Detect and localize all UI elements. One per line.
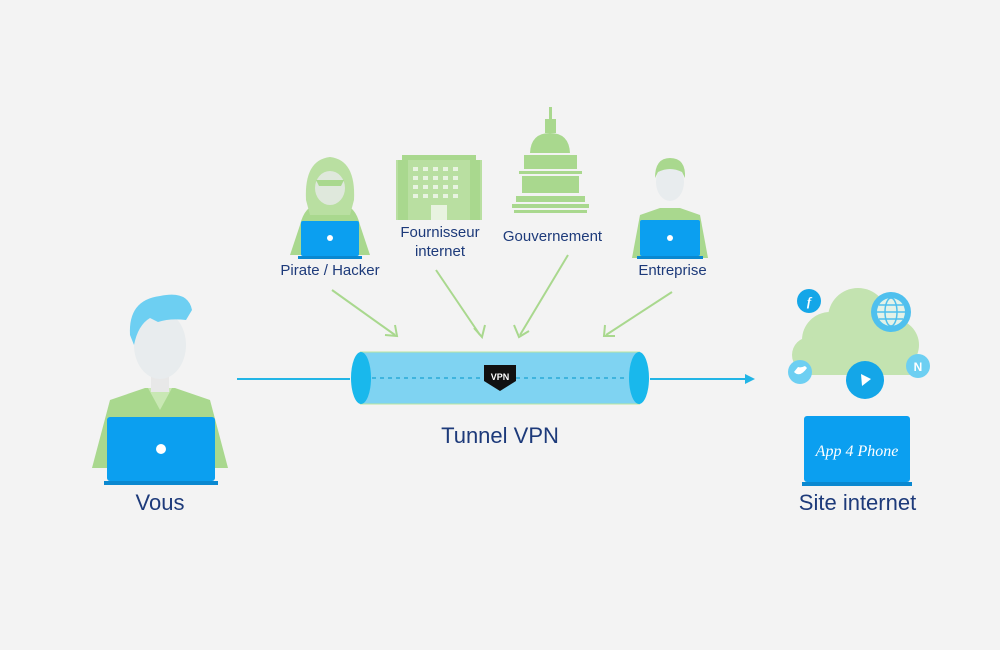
hacker-icon [290, 157, 370, 259]
threat-arrows [331, 254, 673, 340]
isp-building-icon [396, 155, 482, 220]
label-tunnel-vpn: Tunnel VPN [441, 423, 559, 448]
netflix-icon: N [906, 354, 930, 378]
label-hacker: Pirate / Hacker [280, 262, 380, 279]
website-laptop-icon: App 4 Phone [802, 416, 912, 486]
label-isp-line1: Fournisseur [400, 224, 480, 241]
svg-text:f: f [807, 294, 813, 309]
svg-text:N: N [914, 360, 923, 374]
vpn-shield-icon: VPN [484, 365, 516, 391]
user-avatar-icon [92, 294, 228, 485]
government-capitol-icon [512, 107, 589, 213]
label-entreprise: Entreprise [638, 262, 707, 279]
brand-logo: App 4 Phone [815, 443, 899, 460]
play-icon [846, 361, 884, 399]
twitter-icon [788, 360, 812, 384]
globe-icon [871, 292, 911, 332]
company-person-icon [632, 158, 708, 259]
label-gouvernement: Gouvernement [502, 228, 603, 245]
svg-text:VPN: VPN [491, 372, 510, 382]
label-vous: Vous [135, 490, 185, 515]
label-isp-line2: internet [414, 243, 466, 260]
facebook-icon: f [797, 289, 821, 313]
cloud-icon [792, 288, 919, 375]
flow-arrow-head [745, 374, 755, 384]
label-site-internet: Site internet [798, 490, 917, 515]
